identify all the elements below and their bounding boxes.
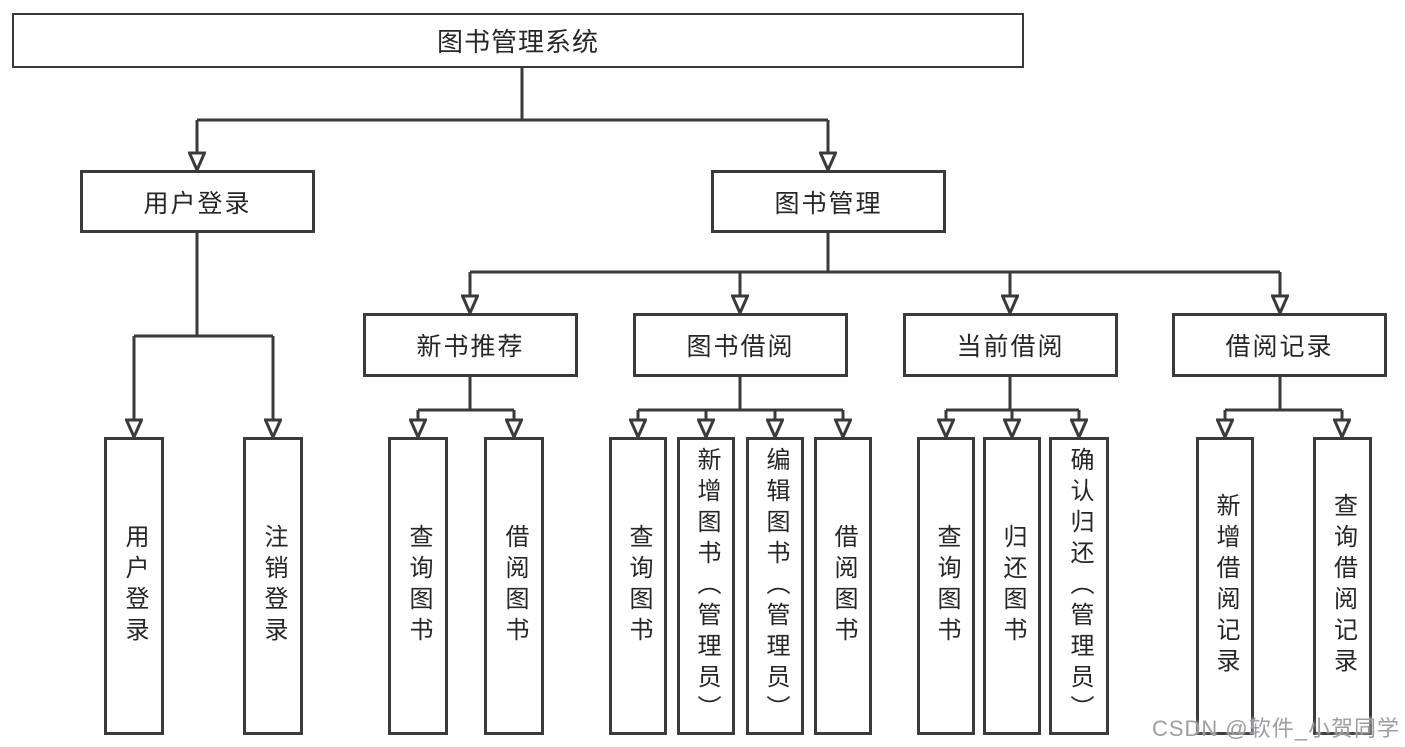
leaf-borrow-books-borrowing-label: 借阅图书	[830, 524, 857, 648]
connector-book-management-sections	[470, 233, 1280, 296]
leaf-query-books-current-label: 查询图书	[933, 524, 960, 648]
leaf-add-books-admin: 新增图书（管理员）	[677, 437, 735, 735]
leaf-query-borrow-record-label: 查询借阅记录	[1329, 493, 1357, 679]
node-book-borrowing: 图书借阅	[633, 313, 848, 377]
connector-current-borrowing-children	[946, 377, 1079, 420]
connector-root-to-level2	[197, 68, 828, 153]
node-current-borrowing-label: 当前借阅	[956, 333, 1065, 361]
leaf-borrow-books-borrowing: 借阅图书	[814, 437, 872, 735]
leaf-query-books-borrowing: 查询图书	[609, 437, 667, 735]
leaf-edit-books-admin: 编辑图书（管理员）	[746, 437, 804, 735]
node-new-book-recommend-label: 新书推荐	[416, 333, 525, 361]
node-book-management: 图书管理	[711, 170, 946, 233]
leaf-query-books-borrowing-label: 查询图书	[625, 524, 652, 648]
node-new-book-recommend: 新书推荐	[363, 313, 578, 377]
leaf-borrow-books-recommend-label: 借阅图书	[501, 524, 528, 648]
leaf-add-books-admin-label: 新增图书（管理员）	[693, 446, 720, 726]
csdn-watermark: CSDN @软件_小贺同学	[1151, 716, 1400, 741]
leaf-add-borrow-record-label: 新增借阅记录	[1212, 493, 1239, 679]
leaf-query-books-recommend-label: 查询图书	[405, 524, 432, 648]
node-book-borrowing-label: 图书借阅	[686, 333, 795, 361]
leaf-user-login: 用户登录	[104, 437, 164, 735]
leaf-logout: 注销登录	[243, 437, 303, 735]
leaf-edit-books-admin-label: 编辑图书（管理员）	[762, 446, 789, 726]
leaf-logout-label: 注销登录	[260, 524, 287, 648]
leaf-user-login-label: 用户登录	[121, 524, 148, 648]
leaf-query-books-current: 查询图书	[917, 437, 975, 735]
connector-borrowing-records-children	[1225, 377, 1342, 420]
leaf-add-borrow-record: 新增借阅记录	[1196, 437, 1254, 735]
node-borrowing-records-label: 借阅记录	[1225, 333, 1334, 361]
node-root-label: 图书管理系统	[436, 27, 599, 57]
node-borrowing-records: 借阅记录	[1172, 313, 1387, 377]
node-book-management-label: 图书管理	[774, 189, 883, 218]
connector-new-book-recommend-children	[418, 377, 514, 420]
leaf-confirm-return-admin-label: 确认归还（管理员）	[1066, 446, 1093, 726]
node-current-borrowing: 当前借阅	[903, 313, 1118, 377]
leaf-return-books-label: 归还图书	[999, 524, 1026, 648]
leaf-return-books: 归还图书	[983, 437, 1041, 735]
leaf-borrow-books-recommend: 借阅图书	[484, 437, 544, 735]
node-root: 图书管理系统	[12, 13, 1024, 68]
leaf-query-borrow-record: 查询借阅记录	[1313, 437, 1372, 735]
connector-book-borrowing-children	[638, 377, 843, 420]
connector-user-login-children	[134, 233, 273, 420]
leaf-query-books-recommend: 查询图书	[388, 437, 448, 735]
node-user-login: 用户登录	[80, 170, 315, 233]
node-user-login-label: 用户登录	[143, 189, 252, 218]
leaf-confirm-return-admin: 确认归还（管理员）	[1049, 437, 1109, 735]
